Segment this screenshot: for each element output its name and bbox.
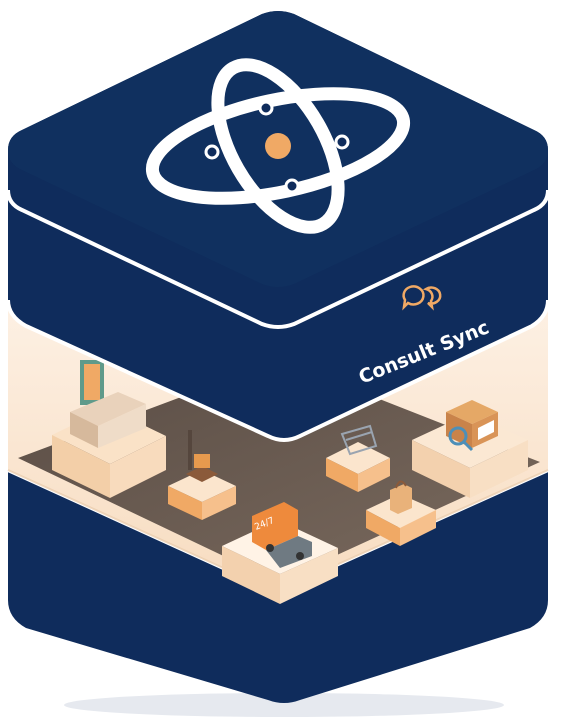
delivery-truck-station: 24/7 bbox=[222, 502, 338, 604]
shopping-bag-station bbox=[366, 480, 436, 546]
package-scale-station bbox=[168, 430, 236, 520]
chat-bubbles-icon bbox=[402, 285, 442, 311]
shopping-cart-icon bbox=[340, 424, 378, 456]
package-scale-icon bbox=[186, 430, 218, 482]
shopping-cart-station bbox=[326, 424, 390, 492]
shopping-bag-icon bbox=[390, 480, 412, 514]
barcode-search-box-icon bbox=[446, 400, 498, 452]
floor-surface bbox=[18, 360, 540, 582]
delivery-truck-icon: 24/7 bbox=[252, 502, 312, 568]
atom-orbit-icon bbox=[145, 58, 411, 234]
kiosk-station bbox=[52, 360, 166, 498]
barcode-box-station bbox=[412, 400, 528, 498]
ground-shadow bbox=[64, 693, 504, 717]
